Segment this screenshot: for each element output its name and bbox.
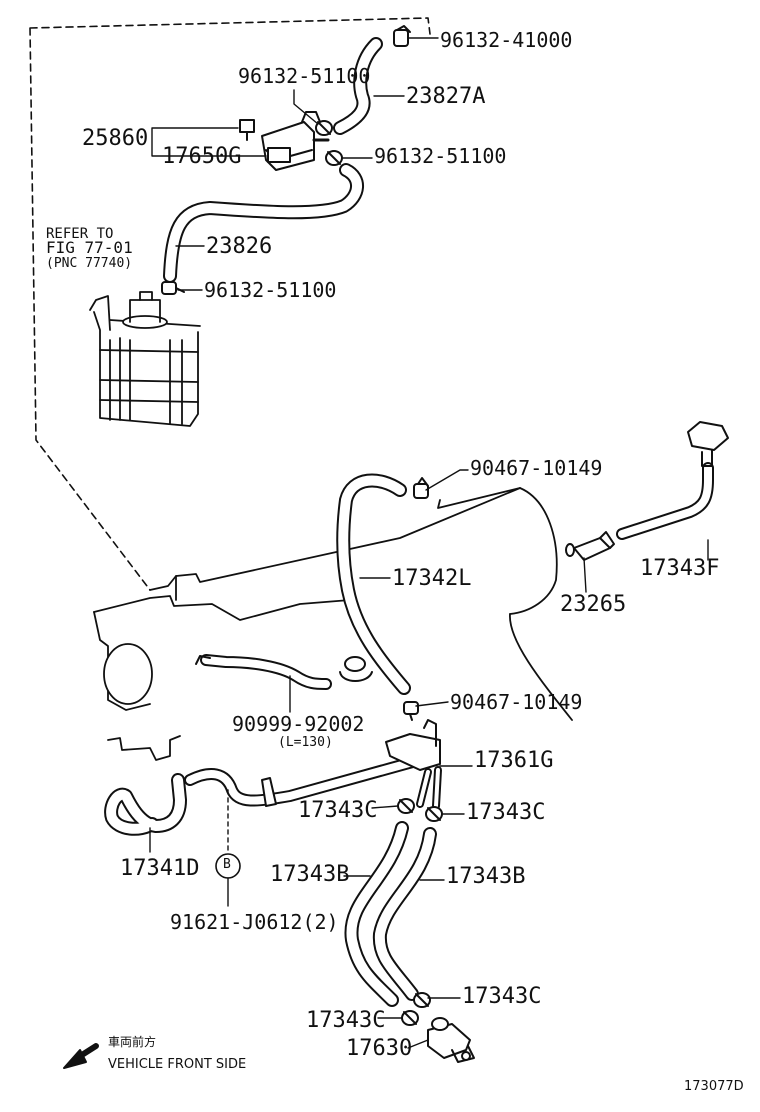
callout-b-label: B bbox=[223, 857, 231, 872]
hose-17343b-left bbox=[344, 821, 409, 1007]
label-17343f: 17343F bbox=[640, 556, 720, 581]
label-length: (L=130) bbox=[278, 735, 333, 750]
clip-17343c-left bbox=[397, 798, 415, 814]
clip-96132-41000 bbox=[393, 25, 411, 47]
reference-note-line2: FIG 77-01 bbox=[46, 238, 133, 257]
leader-lines bbox=[149, 37, 709, 1049]
hose-17343f bbox=[616, 462, 714, 540]
figure-id: 173077D bbox=[684, 1079, 744, 1094]
clip-90467-10149-upper bbox=[413, 477, 429, 499]
direction-label-en: VEHICLE FRONT SIDE bbox=[108, 1057, 247, 1072]
label-23827a: 23827A bbox=[406, 84, 486, 109]
hose-17341d bbox=[104, 773, 187, 836]
filter-cap bbox=[687, 421, 729, 467]
label-96132-51100-lower: 96132-51100 bbox=[204, 278, 337, 302]
intake-manifold bbox=[93, 487, 573, 761]
label-90999-92002: 90999-92002 bbox=[232, 712, 365, 736]
label-17343c-upper-right: 17343C bbox=[466, 800, 546, 825]
reference-note-line3: (PNC 77740) bbox=[46, 256, 133, 271]
hose-23826 bbox=[163, 163, 364, 283]
label-17343b-left: 17343B bbox=[270, 862, 350, 887]
direction-label-jp: 車両前方 bbox=[108, 1035, 157, 1049]
label-17343c-lower-right: 17343C bbox=[462, 984, 542, 1009]
label-17630: 17630 bbox=[346, 1036, 413, 1061]
label-96132-51100-middle: 96132-51100 bbox=[374, 144, 507, 168]
fitting-round bbox=[339, 656, 373, 682]
pipe-assembly-17361g bbox=[184, 719, 442, 810]
label-17343c-upper-left: 17343C bbox=[298, 798, 378, 823]
clip-96132-51100-upper bbox=[315, 120, 333, 136]
vsv-17630 bbox=[427, 1017, 475, 1063]
vsv-assembly bbox=[239, 111, 330, 171]
hose-17343b-right bbox=[372, 827, 437, 1001]
label-17361g: 17361G bbox=[474, 748, 554, 773]
label-17341d: 17341D bbox=[120, 856, 200, 881]
charcoal-canister bbox=[89, 291, 201, 427]
clip-90467-10149-lower bbox=[403, 701, 419, 721]
hose-23827a bbox=[333, 37, 383, 135]
reference-note-line1: REFER TO bbox=[46, 226, 114, 242]
clip-96132-51100-lower bbox=[161, 281, 185, 295]
label-90467-10149-lower: 90467-10149 bbox=[450, 690, 583, 714]
hose-90999-92002 bbox=[195, 654, 332, 690]
clip-17343c-lower-left bbox=[401, 1010, 419, 1026]
label-17343b-right: 17343B bbox=[446, 864, 526, 889]
label-17342l: 17342L bbox=[392, 566, 472, 591]
label-91621-j0612: 91621-J0612(2) bbox=[170, 910, 339, 934]
clip-17343c-lower-right bbox=[413, 992, 431, 1008]
label-25860: 25860 bbox=[82, 126, 149, 151]
clip-17343c-right bbox=[425, 806, 443, 822]
reference-boundary bbox=[29, 17, 431, 591]
label-96132-51100-upper: 96132-51100 bbox=[238, 64, 371, 88]
label-90467-10149-upper: 90467-10149 bbox=[470, 456, 603, 480]
label-17650g: 17650G bbox=[162, 144, 242, 169]
label-17343c-lower-left: 17343C bbox=[306, 1008, 386, 1033]
label-23265: 23265 bbox=[560, 592, 627, 617]
label-23826: 23826 bbox=[206, 234, 273, 259]
hose-17342l bbox=[336, 473, 411, 695]
clip-96132-51100-middle bbox=[325, 150, 343, 166]
front-direction-arrow-icon bbox=[63, 1043, 99, 1069]
label-96132-41000: 96132-41000 bbox=[440, 28, 573, 52]
vacuum-sensor-23265 bbox=[565, 531, 615, 561]
